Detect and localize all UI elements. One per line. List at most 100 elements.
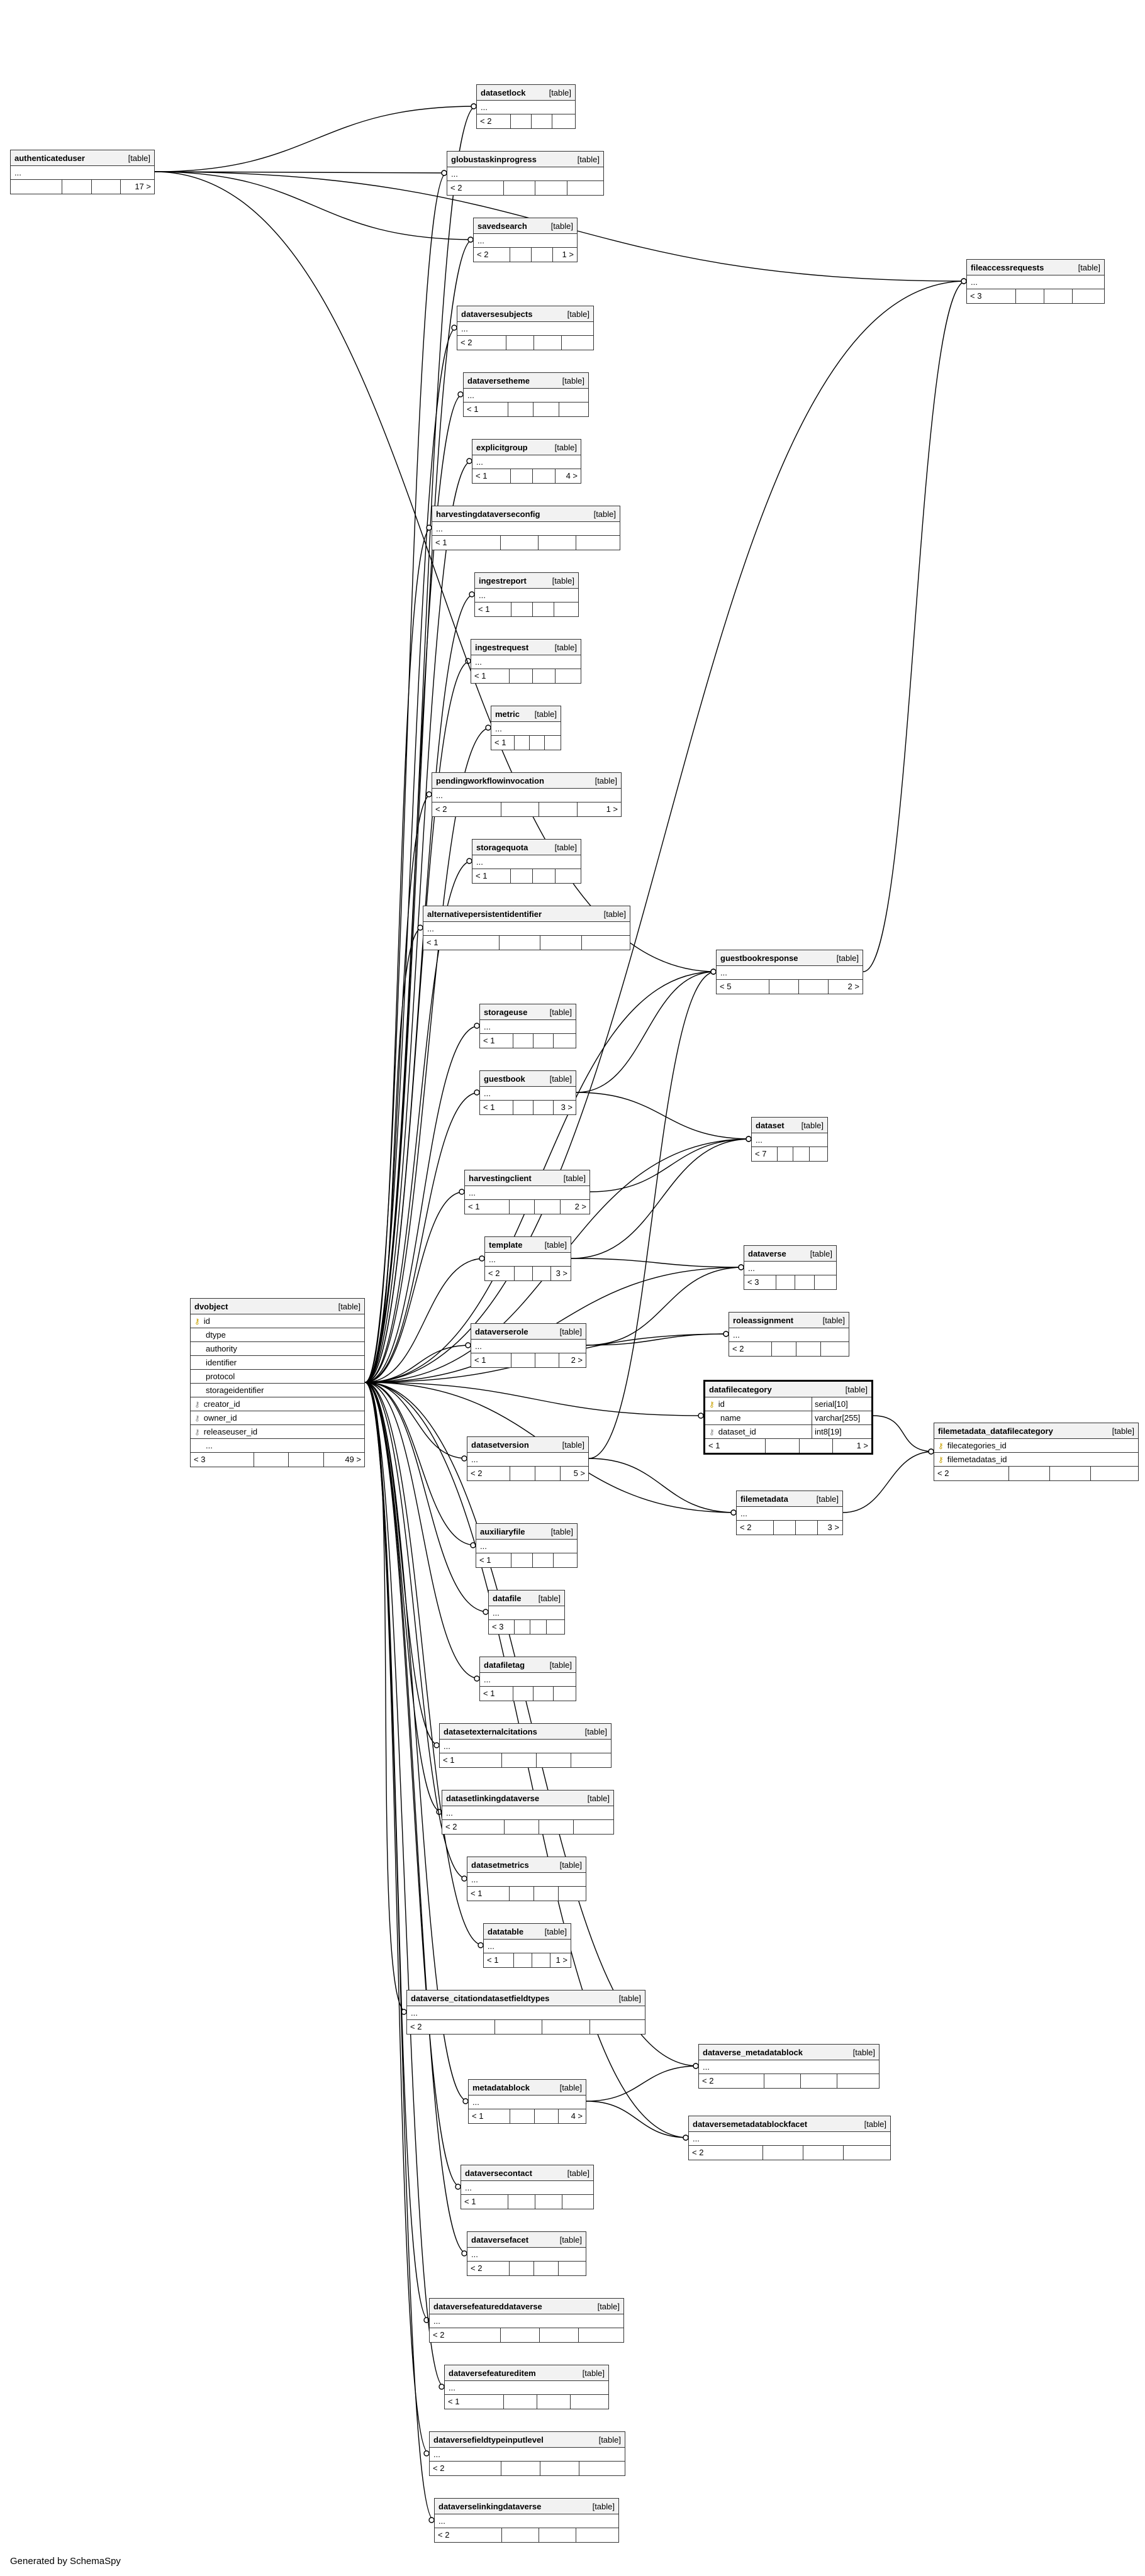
table-header: filemetadata[table]: [737, 1491, 842, 1507]
table-name: filemetadata: [740, 1494, 788, 1504]
relation-metadatablock-dataverse_metadatablock: [586, 2065, 699, 2102]
column-row: identifier: [191, 1356, 364, 1370]
table-dataversetheme[interactable]: dataversetheme[table]...< 1: [463, 372, 589, 417]
table-tag: [table]: [822, 1315, 845, 1325]
table-tag: [table]: [128, 153, 150, 163]
cardinality-marker: [698, 1413, 704, 1419]
child-count: [547, 1620, 564, 1634]
table-dataverse-citationdatasetfieldtypes[interactable]: dataverse_citationdatasetfieldtypes[tabl…: [406, 1990, 645, 2035]
table-dataversefieldtypeinputlevel[interactable]: dataversefieldtypeinputlevel[table]...< …: [429, 2431, 625, 2476]
footer-spacer: [502, 1753, 537, 1767]
cardinality-marker: [417, 924, 423, 931]
table-datafiletag[interactable]: datafiletag[table]...< 1: [479, 1657, 576, 1701]
ellipsis: ...: [475, 1341, 482, 1351]
table-dataversefacet[interactable]: dataversefacet[table]...< 2: [467, 2231, 586, 2276]
table-header: filemetadata_datafilecategory[table]: [934, 1423, 1138, 1439]
table-auxiliaryfile[interactable]: auxiliaryfile[table]...< 1: [476, 1523, 578, 1568]
table-tag: [table]: [559, 2082, 582, 2092]
ellipsis: ...: [411, 2008, 418, 2018]
table-datasetlock[interactable]: datasetlock[table]...< 2: [476, 84, 576, 129]
parent-count: < 1: [471, 1353, 512, 1367]
child-count: [815, 1275, 836, 1289]
table-dataverse-metadatablock[interactable]: dataverse_metadatablock[table]...< 2: [698, 2044, 880, 2089]
parent-count: < 3: [744, 1275, 776, 1289]
table-datasetexternalcitations[interactable]: datasetexternalcitations[table]...< 1: [439, 1723, 612, 1768]
table-header: dataverse_citationdatasetfieldtypes[tabl…: [407, 1990, 645, 2006]
table-header: globustaskinprogress[table]: [447, 152, 603, 167]
table-header: harvestingdataverseconfig[table]: [432, 506, 620, 522]
table-tag: [table]: [864, 2119, 886, 2129]
table-dataverselinkingdataverse[interactable]: dataverselinkingdataverse[table]...< 2: [434, 2498, 619, 2543]
table-ingestrequest[interactable]: ingestrequest[table]...< 1: [471, 639, 581, 684]
table-tag: [table]: [562, 1440, 584, 1450]
relation-template-dataset: [571, 1138, 752, 1259]
footer-spacer: [510, 1200, 535, 1214]
relation-dvobject-dataversefeatureditem: [364, 1382, 445, 2387]
table-tag: [table]: [592, 2501, 615, 2511]
footer-spacer: [530, 736, 545, 750]
ellipsis: ...: [693, 2134, 700, 2143]
cardinality-marker: [438, 2384, 445, 2390]
table-metric[interactable]: metric[table]...< 1: [491, 706, 561, 750]
table-dataversefeatureddataverse[interactable]: dataversefeatureddataverse[table]...< 2: [429, 2298, 624, 2343]
ellipsis: ...: [748, 1263, 755, 1273]
table-harvestingdataverseconfig[interactable]: harvestingdataverseconfig[table]...< 1: [432, 506, 620, 550]
table-footer: < 2: [699, 2074, 879, 2088]
table-dataversesubjects[interactable]: dataversesubjects[table]...< 2: [457, 306, 594, 350]
table-authenticateduser[interactable]: authenticateduser[table]...17 >: [10, 150, 155, 194]
ellipsis: ...: [472, 2097, 479, 2107]
table-filemetadata-datafilecategory[interactable]: filemetadata_datafilecategory[table]⚷fil…: [934, 1423, 1139, 1481]
table-name: roleassignment: [733, 1315, 794, 1325]
footer-spacer: [504, 181, 536, 195]
child-count: [1091, 1467, 1138, 1480]
table-name: dataverse: [748, 1248, 786, 1258]
cardinality-marker: [928, 1448, 934, 1455]
table-datasetlinkingdataverse[interactable]: datasetlinkingdataverse[table]...< 2: [442, 1790, 614, 1835]
table-storagequota[interactable]: storagequota[table]...< 1: [472, 839, 581, 884]
parent-count: < 2: [435, 2528, 502, 2542]
table-tag: [table]: [534, 709, 557, 719]
child-count: 1 >: [856, 1441, 868, 1450]
table-globustaskinprogress[interactable]: globustaskinprogress[table]...< 2: [447, 151, 604, 196]
table-name: dataversefieldtypeinputlevel: [433, 2434, 544, 2445]
cardinality-marker: [738, 1264, 744, 1270]
footer-spacer: [533, 1687, 554, 1701]
table-ingestreport[interactable]: ingestreport[table]...< 1: [474, 572, 579, 617]
table-name: ingestrequest: [475, 642, 529, 652]
column-row: ⚷creator_id: [191, 1397, 364, 1411]
table-dataverse[interactable]: dataverse[table]...< 3: [744, 1245, 837, 1290]
column-row: ⚷id: [191, 1314, 364, 1328]
footer-spacer: [513, 1687, 533, 1701]
table-alternativepersistentidentifier[interactable]: alternativepersistentidentifier[table]..…: [423, 906, 630, 950]
ellipsis: ...: [469, 1188, 476, 1197]
table-dataversefeatureditem[interactable]: dataversefeatureditem[table]...< 1: [444, 2365, 609, 2409]
table-dataset[interactable]: dataset[table]...< 7: [751, 1117, 828, 1162]
table-datafile[interactable]: datafile[table]...< 3: [488, 1590, 565, 1635]
ellipsis: ...: [495, 724, 502, 733]
footer-spacer: [764, 2074, 802, 2088]
table-storageuse[interactable]: storageuse[table]...< 1: [479, 1004, 576, 1048]
table-roleassignment[interactable]: roleassignment[table]...< 2: [729, 1312, 849, 1357]
ellipsis-row: ...: [477, 101, 575, 114]
table-fileaccessrequests[interactable]: fileaccessrequests[table]...< 3: [966, 259, 1105, 304]
table-dataversemetadatablockfacet[interactable]: dataversemetadatablockfacet[table]...< 2: [688, 2116, 891, 2160]
table-dataversecontact[interactable]: dataversecontact[table]...< 1: [461, 2165, 594, 2209]
table-datasetmetrics[interactable]: datasetmetrics[table]...< 1: [467, 1857, 586, 1901]
